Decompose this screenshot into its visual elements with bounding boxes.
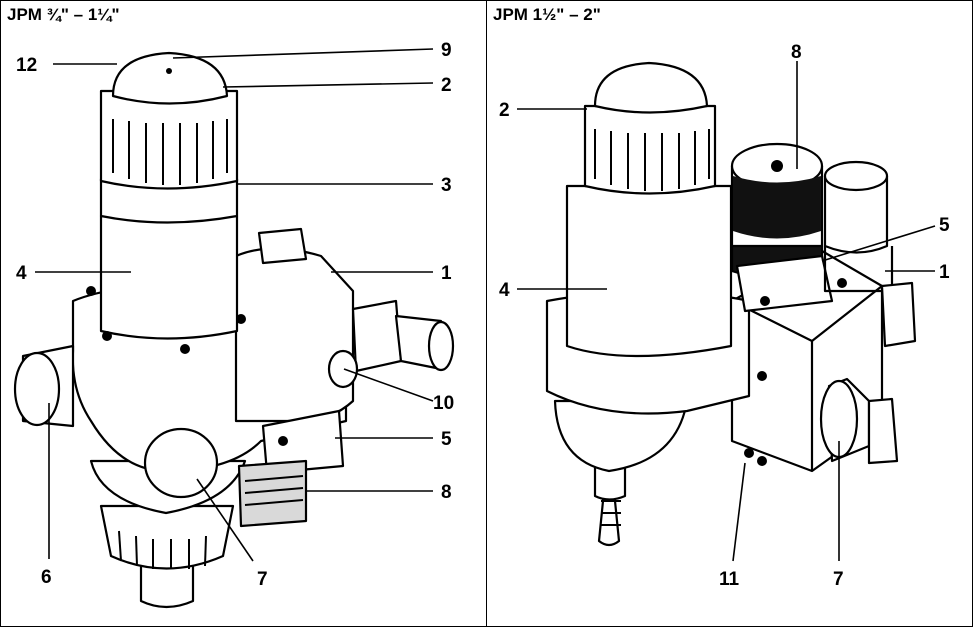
callout-9: 9 <box>441 40 452 61</box>
right-valve-drawing: 8 2 5 4 1 11 7 <box>499 42 950 590</box>
callout-6: 6 <box>41 567 52 588</box>
callout-1: 1 <box>441 263 452 284</box>
callout-12: 12 <box>16 55 37 76</box>
callout-7: 7 <box>257 569 268 590</box>
callout-5: 5 <box>441 429 452 450</box>
callout-1: 1 <box>939 262 950 283</box>
left-panel-title: JPM ¾" – 1¼" <box>7 5 120 24</box>
callout-8: 8 <box>791 42 802 63</box>
right-panel: JPM 1½" – 2" <box>486 0 973 627</box>
callout-11: 11 <box>719 569 740 590</box>
callout-8: 8 <box>441 482 452 503</box>
callout-7: 7 <box>833 569 844 590</box>
callout-5: 5 <box>939 215 950 236</box>
callout-2: 2 <box>499 100 510 121</box>
left-valve-drawing: 12 9 2 3 4 1 10 5 8 6 7 <box>13 40 454 609</box>
callout-3: 3 <box>441 175 452 196</box>
callout-10: 10 <box>433 393 454 414</box>
callout-2: 2 <box>441 75 452 96</box>
right-panel-title: JPM 1½" – 2" <box>493 5 601 24</box>
callout-4: 4 <box>499 280 510 301</box>
callout-4: 4 <box>16 263 27 284</box>
left-panel: JPM ¾" – 1¼" <box>0 0 487 627</box>
